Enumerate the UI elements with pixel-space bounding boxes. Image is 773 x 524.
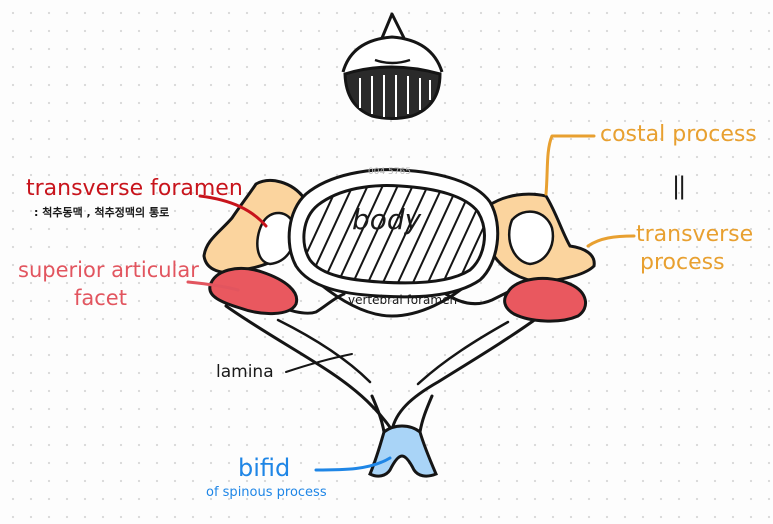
right-superior-articular-facet [503,277,587,323]
right-transverse-foramen [507,210,555,266]
body-watermark: 004 5765 [368,167,411,177]
superior-articular-facet-label-line2: facet [74,286,127,310]
transverse-foramen-label: transverse foramen [26,176,243,201]
bifid-label: bifid [238,454,291,482]
bifid-spinous-process [368,424,438,478]
equivalence-mark: || [672,172,686,200]
lamina-lines [276,318,510,386]
transverse-process-label-line2: process [640,250,725,275]
body-label: body [352,203,422,236]
lamina-label: lamina [216,362,274,382]
bifid-sub-label: of spinous process [206,485,327,500]
orientation-icon [341,12,444,120]
transverse-foramen-note: : 척추동맥 , 척추정맥의 통로 [34,206,170,219]
superior-articular-facet-label-line1: superior articular [18,258,199,282]
left-superior-articular-facet [208,267,299,316]
lamina-leader [285,353,353,373]
costal-process-leader [544,134,596,196]
vertebral-foramen-label: vertebral foramen [348,293,458,307]
transverse-process-leader [586,234,636,248]
costal-process-label: costal process [600,122,757,147]
transverse-foramen-leader [198,194,268,228]
transverse-process-label-line1: transverse [636,222,754,247]
bifid-leader [314,456,392,472]
superior-articular-facet-leader [186,280,240,292]
spinous-process-edges [370,394,434,434]
